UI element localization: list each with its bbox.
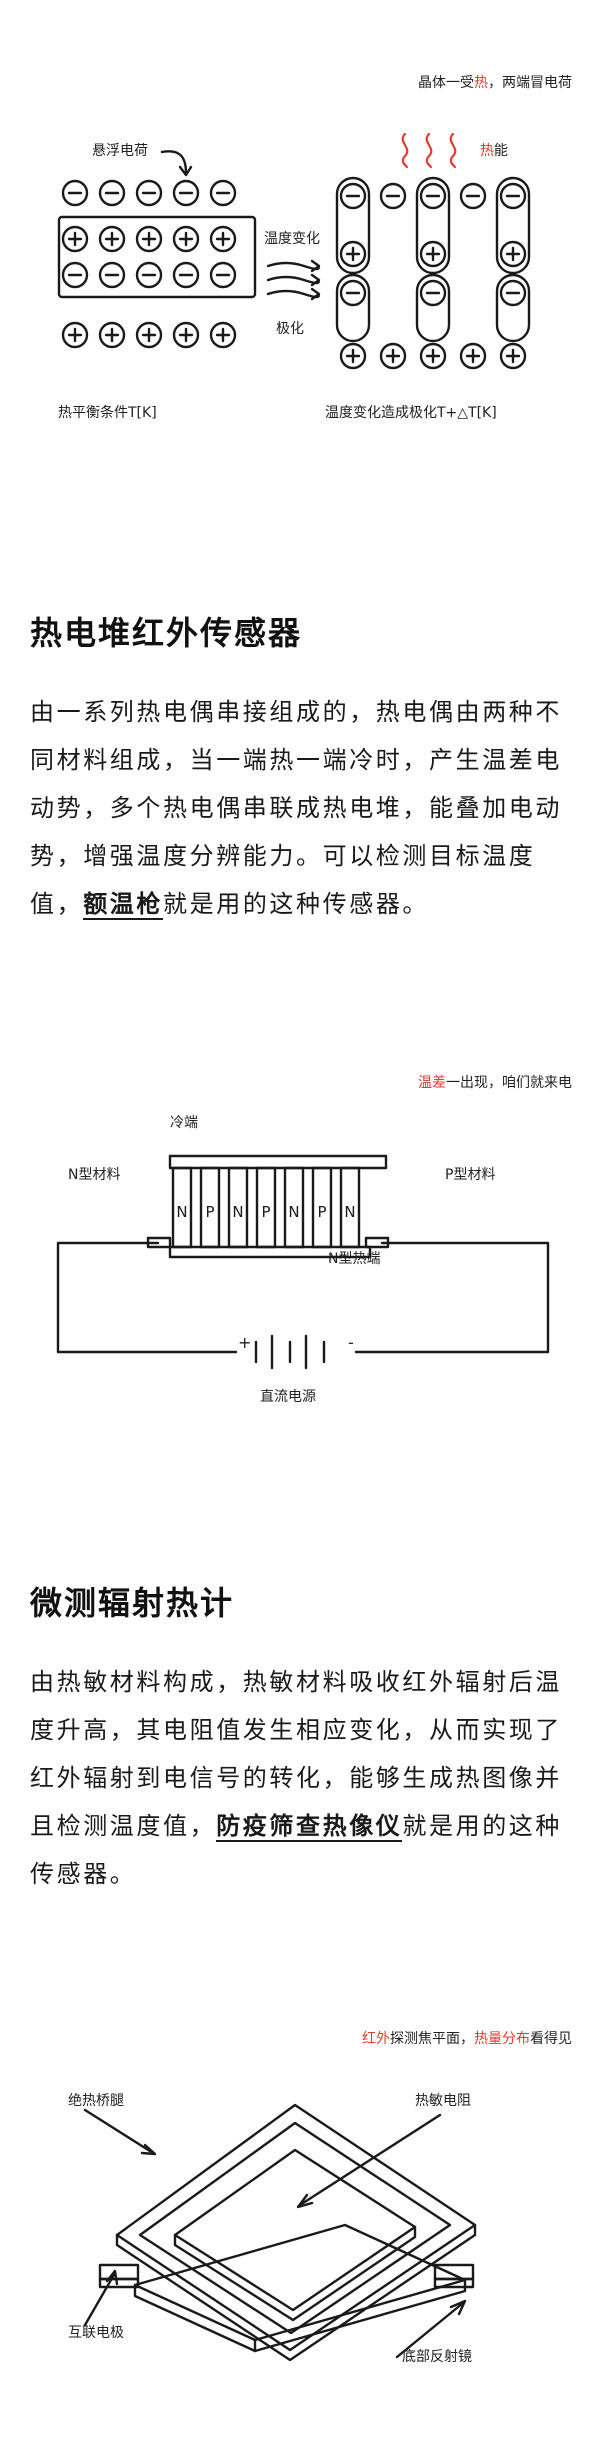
positive-charge-icon	[135, 321, 163, 349]
positive-charge-icon	[459, 342, 487, 370]
temperature-change-label: 温度变化	[264, 231, 320, 247]
floating-charge-arrow	[160, 150, 193, 177]
leg-letter: P	[261, 1203, 270, 1221]
p-material-label: P型材料	[445, 1167, 496, 1183]
negative-charge-icon	[379, 182, 407, 210]
dipole-capsule	[495, 273, 531, 343]
dipole-capsule	[415, 176, 451, 275]
reflector-label: 底部反射镜	[402, 2349, 472, 2365]
positive-charge-icon	[61, 321, 89, 349]
negative-charge-icon	[459, 182, 487, 210]
fig2-caption: 温差一出现，咱们就来电	[418, 1075, 572, 1091]
thermistor-label: 热敏电阻	[415, 2093, 471, 2109]
positive-charge-icon	[209, 225, 237, 253]
dc-battery-symbol	[254, 1334, 326, 1370]
section-title-thermopile: 热电堆红外传感器	[30, 614, 303, 652]
leg-letter: P	[317, 1203, 326, 1221]
floating-positive-charges-bottom	[61, 321, 237, 349]
negative-charge-icon	[419, 182, 447, 210]
negative-charge-icon	[98, 179, 126, 207]
negative-charge-icon	[419, 279, 447, 307]
crystal-inner-charges	[61, 225, 237, 289]
crystal-polarized-diagram	[335, 176, 531, 370]
fig3-caption: 红外探测焦平面，热量分布看得见	[362, 2031, 572, 2047]
released-positive-charges	[339, 342, 527, 370]
negative-charge-icon	[209, 261, 237, 289]
floating-negative-charges-top	[61, 179, 237, 207]
positive-charge-icon	[209, 321, 237, 349]
positive-charge-icon	[61, 225, 89, 253]
negative-charge-icon	[339, 182, 367, 210]
heat-waves-icon	[401, 132, 457, 169]
n-material-label: N型材料	[68, 1167, 121, 1183]
positive-charge-icon	[172, 225, 200, 253]
section-body-microbolometer: 由热敏材料构成，热敏材料吸收红外辐射后温度升高，其电阻值发生相应变化，从而实现了…	[30, 1668, 563, 1888]
polarization-caption: 温度变化造成极化T+△T[K]	[325, 405, 497, 421]
negative-charge-icon	[209, 179, 237, 207]
battery-minus-sign: -	[348, 1333, 354, 1352]
n-type-leg: N	[227, 1166, 249, 1249]
dipole-capsule	[495, 176, 531, 275]
negative-charge-icon	[499, 279, 527, 307]
section-title-microbolometer: 微测辐射热计	[30, 1584, 235, 1622]
positive-charge-icon	[339, 342, 367, 370]
highlight-thermal-imager: 防疫筛查热像仪	[216, 1812, 403, 1842]
heat-energy-label: 热能	[480, 143, 508, 159]
negative-charge-icon	[339, 279, 367, 307]
cold-end-label: 冷端	[170, 1115, 198, 1131]
negative-charge-icon	[172, 179, 200, 207]
fig1-caption: 晶体一受热，两端冒电荷	[418, 75, 572, 91]
leg-letter: N	[344, 1203, 355, 1221]
positive-charge-icon	[419, 240, 447, 268]
leg-letter: P	[205, 1203, 214, 1221]
n-type-leg: N	[171, 1166, 193, 1249]
positive-charge-icon	[339, 240, 367, 268]
heat-flow-arrows	[266, 259, 321, 301]
dipole-capsule	[335, 176, 371, 275]
interconnect-electrode-label: 互联电极	[68, 2325, 124, 2341]
n-type-leg: N	[339, 1166, 361, 1249]
dipole-capsule	[415, 273, 451, 343]
positive-charge-icon	[499, 342, 527, 370]
dc-power-label: 直流电源	[260, 1389, 316, 1405]
positive-charge-icon	[499, 240, 527, 268]
negative-charge-icon	[135, 179, 163, 207]
p-type-leg: P	[199, 1166, 221, 1249]
crystal-equilibrium-diagram	[57, 179, 257, 349]
positive-charge-icon	[379, 342, 407, 370]
battery-plus-sign: +	[238, 1333, 252, 1352]
highlight-forehead-thermometer: 额温枪	[83, 890, 164, 920]
positive-charge-icon	[98, 225, 126, 253]
equilibrium-caption: 热平衡条件T[K]	[58, 405, 157, 421]
p-type-leg: P	[311, 1166, 333, 1249]
negative-charge-icon	[172, 261, 200, 289]
dipole-capsule	[335, 273, 371, 343]
n-type-leg: N	[283, 1166, 305, 1249]
hot-end-label: N型热端	[328, 1251, 381, 1267]
positive-charge-icon	[419, 342, 447, 370]
p-type-leg: P	[255, 1166, 277, 1249]
negative-charge-icon	[61, 179, 89, 207]
negative-charge-icon	[61, 261, 89, 289]
positive-charge-icon	[98, 321, 126, 349]
polarization-label: 极化	[276, 321, 304, 337]
polarized-dipole-capsules	[335, 176, 531, 343]
crystal-block	[57, 215, 257, 299]
leg-letter: N	[232, 1203, 243, 1221]
negative-charge-icon	[135, 261, 163, 289]
leg-letter: N	[288, 1203, 299, 1221]
microbolometer-diagram	[83, 2103, 477, 2362]
bridge-leg-label: 绝热桥腿	[68, 2093, 124, 2109]
floating-charge-label: 悬浮电荷	[92, 143, 148, 159]
positive-charge-icon	[135, 225, 163, 253]
negative-charge-icon	[98, 261, 126, 289]
negative-charge-icon	[499, 182, 527, 210]
section-body-thermopile: 由一系列热电偶串接组成的，热电偶由两种不同材料组成，当一端热一端冷时，产生温差电…	[30, 698, 562, 920]
positive-charge-icon	[172, 321, 200, 349]
leg-letter: N	[176, 1203, 187, 1221]
